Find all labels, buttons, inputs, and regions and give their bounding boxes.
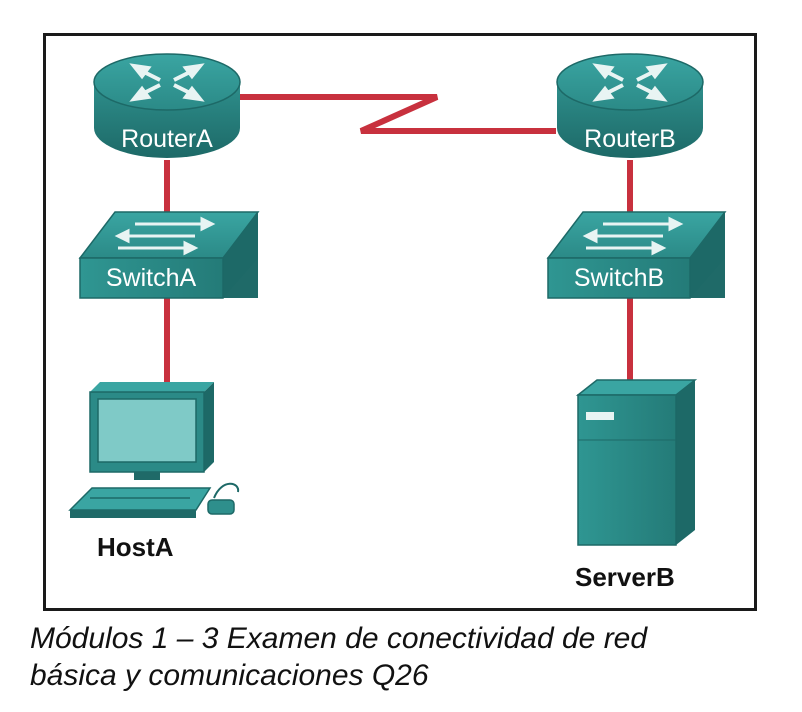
host-a-label: HostA	[97, 532, 174, 562]
links	[164, 94, 633, 385]
figure-caption: Módulos 1 – 3 Examen de conectividad de …	[30, 620, 770, 694]
caption-line-1: Módulos 1 – 3 Examen de conectividad de …	[30, 622, 648, 655]
host-a[interactable]: HostA	[68, 382, 240, 562]
switch-b-label: SwitchB	[574, 264, 664, 292]
serial-link-routera-routerb	[236, 94, 556, 134]
keyboard-icon	[68, 487, 212, 518]
monitor-icon	[89, 382, 214, 480]
switch-a-label: SwitchA	[106, 264, 197, 292]
router-a[interactable]: RouterA	[93, 53, 241, 158]
switch-arrows-icon	[582, 216, 684, 256]
router-b[interactable]: RouterB	[556, 53, 704, 158]
switch-arrows-icon	[114, 216, 216, 256]
drive-bay-icon	[586, 412, 614, 420]
server-b-label: ServerB	[575, 562, 675, 592]
router-a-label: RouterA	[121, 125, 213, 153]
router-arrows-icon	[129, 63, 205, 102]
caption-line-2: básica y comunicaciones Q26	[30, 659, 429, 692]
server-b[interactable]: ServerB	[575, 379, 698, 592]
switch-a[interactable]: SwitchA	[78, 211, 260, 299]
router-arrows-icon	[592, 63, 668, 102]
mouse-icon	[207, 482, 240, 515]
switch-b[interactable]: SwitchB	[546, 211, 727, 299]
router-b-label: RouterB	[584, 125, 676, 153]
